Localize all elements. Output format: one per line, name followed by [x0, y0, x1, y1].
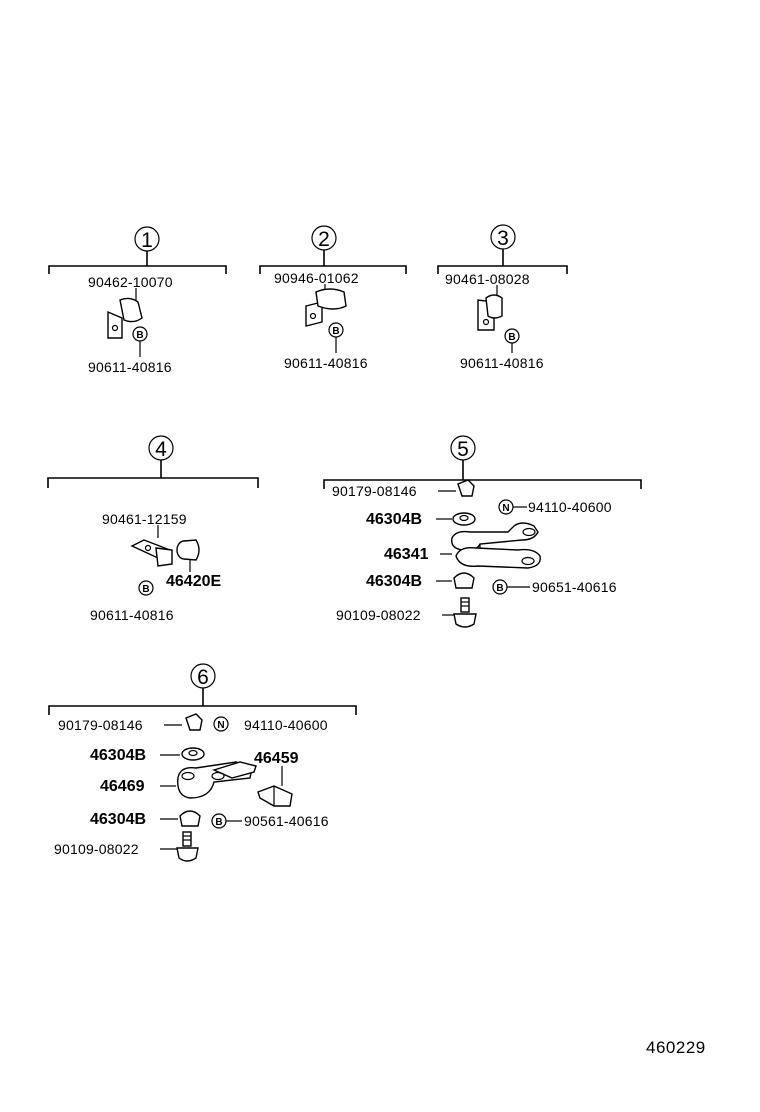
group-6-nut-label: 90179-08146 [58, 717, 143, 733]
diagram-reference-code: 460229 [646, 1038, 706, 1057]
group-6-nut-icon [185, 713, 203, 731]
group-6-n-badge-icon [213, 716, 229, 732]
group-4-bottom-part-label: 90611-40816 [90, 607, 174, 623]
group-5-bolt-label: 90109-08022 [336, 607, 421, 623]
group-6-lever-icon [177, 761, 257, 799]
group-3-number: 3 [497, 227, 509, 250]
group-2-bracket-line [259, 265, 407, 274]
group-6-washer-n-label: 94110-40600 [244, 717, 328, 733]
group-5-bush-bottom-label: 46304B [366, 573, 422, 590]
group-3-clip-icon [477, 294, 503, 331]
group-5-bush-top-icon [452, 512, 476, 526]
group-6-bush-top-icon [181, 747, 205, 761]
group-6-b-badge: B [215, 817, 222, 828]
group-5-lever-icon [451, 522, 541, 569]
group-2-clip-icon [305, 288, 347, 327]
group-6-number: 6 [197, 666, 209, 689]
group-2-number: 2 [318, 228, 330, 251]
group-4-top-part-label: 90461-12159 [102, 511, 187, 527]
group-6-bush-bottom-icon [179, 810, 201, 827]
group-4-b-badge: B [142, 584, 149, 595]
group-5-number: 5 [457, 438, 469, 461]
group-6-bush-bottom-label: 46304B [90, 811, 146, 828]
group-4-clip-icon [130, 539, 173, 567]
group-5-bush-top-label: 46304B [366, 511, 422, 528]
group-1-top-part-label: 90462-10070 [88, 274, 173, 290]
group-3: 3 90461-08028 B 90611-40816 [437, 224, 568, 371]
group-5-nut-icon [457, 479, 475, 497]
group-1-b-badge: B [136, 330, 143, 341]
group-2-bottom-part-label: 90611-40816 [284, 355, 368, 371]
group-3-top-part-label: 90461-08028 [445, 271, 530, 287]
group-5-bracket-line [323, 479, 642, 489]
group-4-b-badge-icon [138, 580, 154, 596]
group-4-bracket-line [47, 477, 259, 488]
group-5-bush-bottom-icon [453, 572, 475, 589]
group-3-bracket-line [437, 265, 568, 274]
group-4: 4 90461-12159 46420E B 90611-40816 [47, 435, 259, 623]
group-6: 6 90179-08146 N 94110-40600 46304B 46459… [48, 663, 357, 862]
group-2-top-part-label: 90946-01062 [274, 270, 359, 286]
group-6-clip-label: 46459 [254, 750, 299, 767]
group-5-n-badge: N [502, 503, 509, 514]
group-6-clip-icon [257, 785, 293, 807]
group-6-n-badge: N [217, 720, 224, 731]
group-5-lever-label: 46341 [384, 546, 429, 563]
group-2: 2 90946-01062 B 90611-40816 [259, 225, 407, 371]
group-5-nut-label: 90179-08146 [332, 483, 417, 499]
group-5-washer-b-label: 90651-40616 [532, 579, 617, 595]
group-6-bush-top-label: 46304B [90, 747, 146, 764]
group-3-bottom-part-label: 90611-40816 [460, 355, 544, 371]
group-5-b-badge: B [496, 583, 503, 594]
group-1: 1 90462-10070 B 90611-40816 [48, 226, 227, 375]
group-5-bolt-icon [453, 597, 477, 628]
group-1-clip-icon [107, 297, 143, 339]
group-6-lever-label: 46469 [100, 778, 145, 795]
group-6-bracket-line [48, 705, 357, 715]
group-1-bracket-line [48, 265, 227, 274]
group-1-number: 1 [141, 229, 153, 252]
group-4-bushing-icon [176, 539, 200, 561]
group-6-bolt-icon [176, 831, 199, 862]
group-5: 5 90179-08146 N 94110-40600 46304B 46341… [323, 435, 642, 628]
group-4-side-part-label: 46420E [166, 573, 221, 590]
group-5-washer-n-label: 94110-40600 [528, 499, 612, 515]
group-3-b-badge: B [508, 332, 515, 343]
group-6-bolt-label: 90109-08022 [54, 841, 139, 857]
group-1-bottom-part-label: 90611-40816 [88, 359, 172, 375]
group-4-number: 4 [155, 438, 167, 461]
group-6-washer-b-label: 90561-40616 [244, 813, 329, 829]
group-2-b-badge: B [332, 326, 339, 337]
